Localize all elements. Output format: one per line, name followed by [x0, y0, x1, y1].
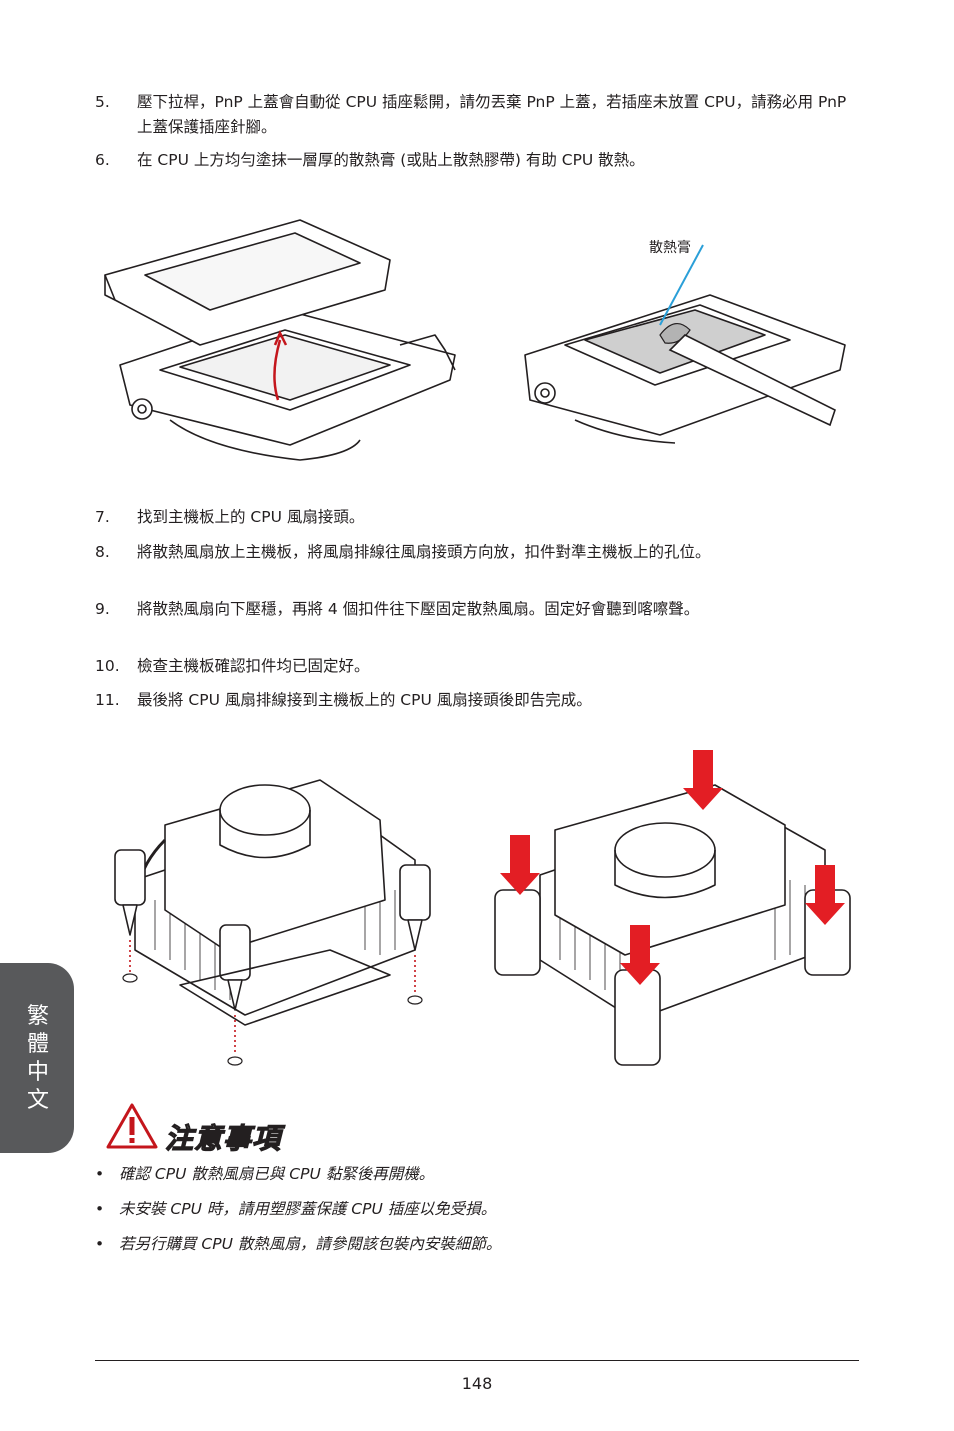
caution-heading: 注意事項	[164, 1121, 282, 1155]
step-text: 將散熱風扇向下壓穩，再將 4 個扣件往下壓固定散熱風扇。固定好會聽到喀嚓聲。	[137, 600, 700, 618]
down-arrow	[683, 750, 723, 810]
language-tab: 繁體中文	[0, 963, 74, 1153]
step-number: 9.	[95, 600, 110, 618]
caution-text: 若另行購買 CPU 散熱風扇，請參閱該包裝內安裝細節。	[119, 1235, 502, 1253]
step-number: 10.	[95, 657, 120, 675]
step-number: 7.	[95, 508, 110, 526]
thermal-paste-label: 散熱膏	[649, 240, 691, 256]
push-pin	[494, 889, 541, 976]
down-arrow	[620, 925, 660, 985]
step-number: 5.	[95, 93, 110, 111]
socket-illustration	[104, 219, 846, 461]
page-number: 148	[461, 1374, 493, 1393]
step-text: 將散熱風扇放上主機板，將風扇排線往風扇接頭方向放，扣件對準主機板上的孔位。	[137, 543, 711, 561]
applicator-tube	[668, 334, 836, 427]
callout-line	[659, 244, 704, 326]
step-text: 在 CPU 上方均勻塗抹一層厚的散熱膏 (或貼上散熱膠帶) 有助 CPU 散熱。	[137, 151, 645, 169]
fan-hub-right	[614, 822, 716, 878]
step-number: 11.	[95, 691, 120, 709]
step-text: 檢查主機板確認扣件均已固定好。	[137, 657, 370, 675]
thermal-paste	[659, 323, 691, 344]
step-number: 6.	[95, 151, 110, 169]
push-pin	[399, 864, 431, 921]
warning-icon	[106, 1103, 158, 1149]
fan-hub-left	[219, 784, 311, 836]
down-arrow	[500, 835, 540, 895]
step-number: 8.	[95, 543, 110, 561]
fan-installation-illustration	[114, 750, 851, 1066]
step-text: 找到主機板上的 CPU 風扇接頭。	[137, 508, 365, 526]
bullet-marker: •	[95, 1165, 105, 1183]
caution-text: 確認 CPU 散熱風扇已與 CPU 黏緊後再開機。	[119, 1165, 435, 1183]
push-pin	[114, 849, 146, 906]
step-text: 壓下拉桿，PnP 上蓋會自動從 CPU 插座鬆開，請勿丟棄 PnP 上蓋，若插座…	[137, 93, 847, 136]
press-arrows	[500, 750, 845, 985]
step-text: 最後將 CPU 風扇排線接到主機板上的 CPU 風扇接頭後即告完成。	[137, 691, 592, 709]
language-tab-label: 繁體中文	[26, 1004, 49, 1113]
bullet-marker: •	[95, 1235, 105, 1253]
bullet-marker: •	[95, 1200, 105, 1218]
down-arrow	[805, 865, 845, 925]
caution-text: 未安裝 CPU 時，請用塑膠蓋保護 CPU 插座以免受損。	[119, 1200, 497, 1218]
footer-divider	[95, 1360, 859, 1361]
push-pin	[614, 969, 661, 1066]
